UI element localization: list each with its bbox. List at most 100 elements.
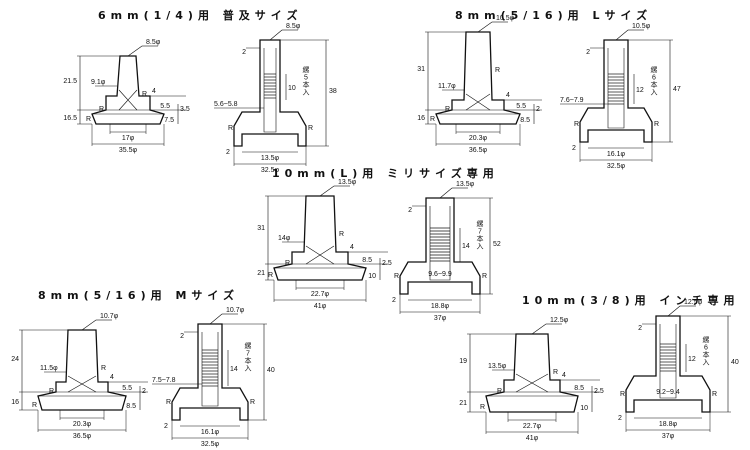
section-outline [171,323,249,421]
thread-note-char: 6 [704,345,708,352]
bore-diameter-label: 5.6~5.8 [214,101,238,108]
thread-note-char: 入 [245,365,252,373]
bottom-thickness-label: 2 [572,145,576,152]
neck-diameter-label: 14φ [278,235,291,242]
step-label: 8.5 [574,385,584,392]
leader-line [127,45,143,57]
radius-label: R [394,273,399,280]
thread-note-char: 入 [703,359,710,367]
inner-diameter-label: 16.1φ [607,151,626,158]
upper-height-label: 31 [417,66,425,73]
radius-label: R [430,116,435,123]
heading-10mm-inch: 10mm(3/8)用 インチ専用 [522,294,740,307]
bore-diameter-label: 9.2~9.4 [656,389,680,396]
base-height-label: 7.5 [164,117,174,124]
side-label: 2 [142,388,146,395]
top-diameter-label: 10.5φ [496,15,515,22]
side-label: 2 [536,106,540,113]
lower-height-label: 21 [459,400,467,407]
bottom-thickness-label: 2 [164,423,168,430]
nozzle-outline [273,195,367,281]
leader-line [319,185,335,197]
inner-diameter-label: 22.7φ [311,291,330,298]
heading-6mm-standard: 6mm(1/4)用 普及サイズ [98,9,303,22]
side-label: 2.5 [594,388,604,395]
neck-diameter-label: 13.5φ [488,363,507,370]
radius-label: R [654,121,659,128]
thread-length-label: 12 [688,356,696,363]
heading-8mm-m-size: 8mm(5/16)用 Mサイズ [38,289,240,302]
flange-height-label: 4 [152,88,156,95]
thread-note-char: 7 [478,229,482,236]
thread-note-char: 入 [477,243,484,251]
lower-height-label: 16.5 [63,115,77,122]
bore-diameter-label: 7.5~7.8 [152,377,176,384]
radius-label: R [445,106,450,113]
inner-diameter-label: 20.3φ [469,135,488,142]
radius-label: R [250,399,255,406]
top-diameter-label: 10.7φ [100,313,119,320]
outer-diameter-label: 32.5φ [201,441,220,448]
lower-height-label: 21 [257,270,265,277]
radius-label: R [285,260,290,267]
outer-diameter-label: 37φ [434,315,447,322]
section-top-label: 13.5φ [456,181,475,188]
section-outline [625,315,711,413]
nozzle-outline [91,55,165,125]
inner-bore [201,332,219,407]
outer-diameter-label: 36.5φ [469,147,488,154]
total-height-label: 47 [673,86,681,93]
base-height-label: 10 [368,273,376,280]
hidden-line [305,245,335,265]
leader-line [439,187,453,199]
upper-height-label: 31 [257,225,265,232]
nozzle-outline [485,333,579,413]
section-outline [233,39,307,147]
radius-label: R [101,365,106,372]
step-label: 8.5 [362,257,372,264]
inner-bore [263,48,277,133]
upper-height-label: 19 [459,358,467,365]
thread-note-char: 本 [477,234,484,243]
total-height-label: 52 [493,241,501,248]
radius-label: R [339,231,344,238]
inner-diameter-label: 18.8φ [431,303,450,310]
radius-label: R [574,121,579,128]
radius-label: R [86,116,91,123]
lower-height-label: 16 [11,399,19,406]
radius-label: R [308,125,313,132]
thread-note-char: 本 [303,80,310,89]
leader-line [81,319,97,331]
leader-line [209,313,223,325]
upper-height-label: 21.5 [63,78,77,85]
nozzle-outline [435,31,521,125]
thread-note-char: 縲 [651,65,658,74]
thread-length-label: 10 [288,85,296,92]
radius-label: R [142,91,147,98]
thread-note-char: 本 [245,356,252,365]
inner-diameter-label: 22.7φ [523,423,542,430]
top-diameter-label: 13.5φ [338,179,357,186]
radius-label: R [49,388,54,395]
total-height-label: 40 [267,367,275,374]
gap-label: 2 [638,325,642,332]
outer-diameter-label: 35.5φ [119,147,138,154]
inner-bore [607,48,625,129]
thread-length-label: 14 [230,366,238,373]
outer-diameter-label: 41φ [314,303,327,310]
top-diameter-label: 8.5φ [146,39,161,46]
thread-note-char: 本 [703,350,710,359]
total-height-label: 40 [731,359,739,366]
top-diameter-label: 12.5φ [550,317,569,324]
base-height-label: 10 [580,405,588,412]
radius-label: R [166,399,171,406]
nozzle-outline [37,329,127,411]
gap-label: 2 [180,333,184,340]
thread-note-char: 縲 [703,335,710,344]
radius-label: R [228,125,233,132]
bottom-thickness-label: 2 [392,297,396,304]
